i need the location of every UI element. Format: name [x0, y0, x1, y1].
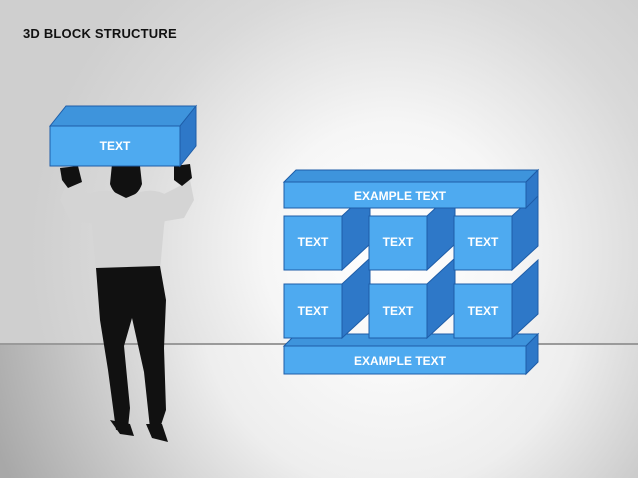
person-left-shoe	[110, 420, 134, 436]
wall-top-band: EXAMPLE TEXT	[282, 168, 540, 210]
row1-block-3: TEXT	[453, 190, 539, 272]
row1-block-3-label: TEXT	[468, 235, 499, 249]
row1-block-1-front	[283, 215, 343, 271]
row1-block-1: TEXT	[283, 188, 371, 272]
person-silhouette	[60, 162, 194, 442]
row2-block-2-front	[368, 283, 428, 339]
carried-block-top	[48, 105, 198, 127]
row1-block-1-label: TEXT	[298, 235, 329, 249]
row2-block-1: TEXT	[283, 256, 371, 340]
person-head	[110, 162, 142, 198]
slide-title: 3D BLOCK STRUCTURE	[23, 26, 177, 41]
wall-bottom-band: EXAMPLE TEXT	[282, 332, 540, 376]
row2-block-1-label: TEXT	[298, 304, 329, 318]
row2-block-1-front	[283, 283, 343, 339]
top-band-label: EXAMPLE TEXT	[354, 189, 447, 203]
wall-row-2: TEXT TEXT TEXT	[283, 256, 539, 340]
row2-block-3-front	[453, 283, 513, 339]
carried-block-label: TEXT	[100, 139, 131, 153]
top-band-top	[282, 169, 540, 183]
row2-block-2-label: TEXT	[383, 304, 414, 318]
person-left-hand	[60, 166, 82, 188]
wall-row-1: TEXT TEXT TEXT	[283, 188, 539, 272]
row1-block-2-front	[368, 215, 428, 271]
person-right-arm	[160, 180, 194, 222]
bottom-band-front	[283, 345, 527, 375]
carried-block: TEXT	[48, 104, 198, 168]
bottom-band-label: EXAMPLE TEXT	[354, 354, 447, 368]
person-left-arm	[60, 184, 96, 224]
top-band-front	[283, 181, 527, 209]
row2-block-3-label: TEXT	[468, 304, 499, 318]
row2-block-3: TEXT	[453, 258, 539, 340]
row1-block-2-label: TEXT	[383, 235, 414, 249]
carried-block-front	[49, 125, 181, 167]
row1-block-3-front	[453, 215, 513, 271]
row2-block-2: TEXT	[368, 256, 456, 340]
person-shirt	[86, 190, 168, 272]
person-right-hand	[174, 164, 192, 186]
person-pants	[96, 266, 166, 430]
person-right-shoe	[146, 424, 168, 442]
row1-block-2: TEXT	[368, 188, 456, 272]
